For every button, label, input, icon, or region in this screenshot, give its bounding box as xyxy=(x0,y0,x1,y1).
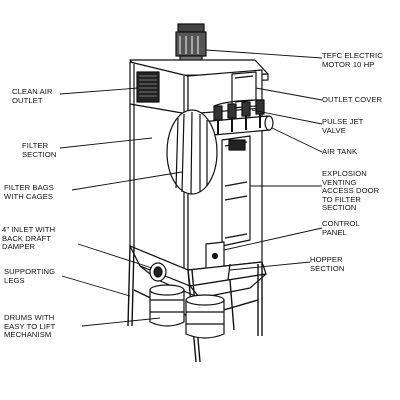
pulse-jet-valves xyxy=(213,99,265,134)
label-outlet-cover: OUTLET COVER xyxy=(322,95,383,104)
label-hopper-section: HOPPER SECTION xyxy=(310,255,345,273)
leader-lines xyxy=(59,49,323,327)
label-control-panel: CONTROL PANEL xyxy=(322,219,360,237)
label-filter-bags: FILTER BAGS WITH CAGES xyxy=(4,183,54,201)
clean-air-outlet-grille xyxy=(136,71,160,103)
label-motor: TEFC ELECTRIC MOTOR 10 HP xyxy=(322,51,383,69)
label-air-tank: AIR TANK xyxy=(322,147,358,156)
label-explosion-door: EXPLOSION VENTING ACCESS DOOR TO FILTER … xyxy=(322,169,380,213)
label-inlet: 4" INLET WITH BACK DRAFT DAMPER xyxy=(2,225,56,252)
label-clean-air-outlet: CLEAN AIR OUTLET xyxy=(12,87,53,105)
label-filter-section: FILTER SECTION xyxy=(22,141,57,159)
control-panel xyxy=(205,241,225,271)
filter-bag-cutaway xyxy=(166,109,218,195)
inlet-pipe xyxy=(149,262,167,282)
label-pulse-jet-valve: PULSE JET VALVE xyxy=(322,117,364,135)
drums xyxy=(149,284,225,339)
label-supporting-legs: SUPPORTING LEGS xyxy=(4,267,56,285)
access-door xyxy=(221,135,251,247)
label-drums: DRUMS WITH EASY TO LIFT MECHANISM xyxy=(4,313,56,340)
